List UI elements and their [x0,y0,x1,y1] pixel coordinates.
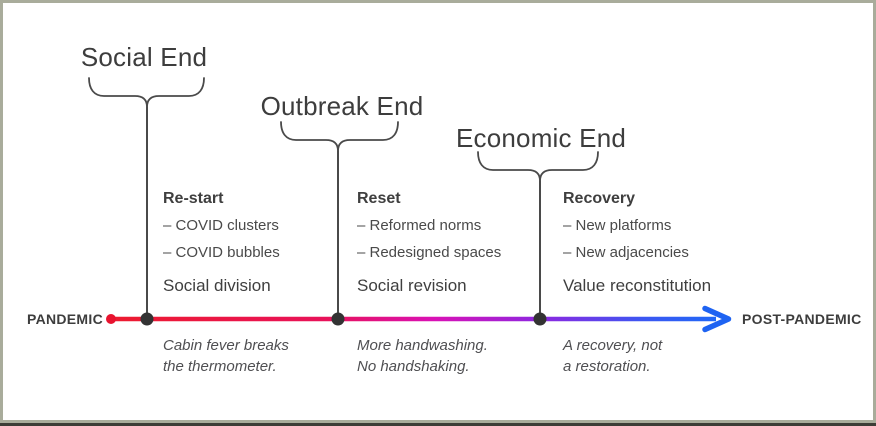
caption-line: a restoration. [563,358,651,376]
column-heading-recovery: Recovery [563,190,636,207]
column-heading-reset: Reset [357,190,401,207]
bullet-covid-bubbles: – COVID bubbles [163,244,280,261]
summary-social-revision: Social revision [357,276,467,295]
node-dot-outbreak-end [331,312,345,326]
caption-line: More handwashing. [357,337,488,354]
caption-outbreak-end: More handwashing. No handshaking. [357,335,488,378]
arrow-right-icon [702,305,732,333]
caption-line: No handshaking. [357,358,470,376]
bullet-reformed-norms: – Reformed norms [357,217,482,234]
axis-label-post-pandemic: POST-PANDEMIC [742,311,862,327]
node-dot-economic-end [533,312,547,326]
summary-social-division: Social division [163,276,271,295]
bottom-edge-bar [0,423,876,426]
brace-economic-end [477,151,599,182]
milestone-title-economic-end: Economic End [455,123,627,153]
milestone-title-social-end: Social End [80,42,208,72]
start-dot [106,314,116,324]
caption-line: the thermometer. [163,358,277,376]
brace-social-end [88,77,205,108]
caption-line: A recovery, not [563,337,663,354]
caption-social-end: Cabin fever breaks the thermometer. [163,335,289,378]
caption-economic-end: A recovery, not a restoration. [563,335,662,378]
column-heading-restart: Re-start [163,190,224,207]
node-dot-social-end [140,312,154,326]
bullet-new-adjacencies: – New adjacencies [563,244,689,261]
axis-label-pandemic: PANDEMIC [26,311,103,327]
milestone-title-outbreak-end: Outbreak End [260,91,424,121]
bullet-new-platforms: – New platforms [563,217,672,234]
bullet-redesigned-spaces: – Redesigned spaces [357,244,502,261]
caption-line: Cabin fever breaks [163,337,289,354]
summary-value-reconstitution: Value reconstitution [563,276,712,295]
bullet-covid-clusters: – COVID clusters [163,217,279,234]
brace-outbreak-end [280,121,399,152]
